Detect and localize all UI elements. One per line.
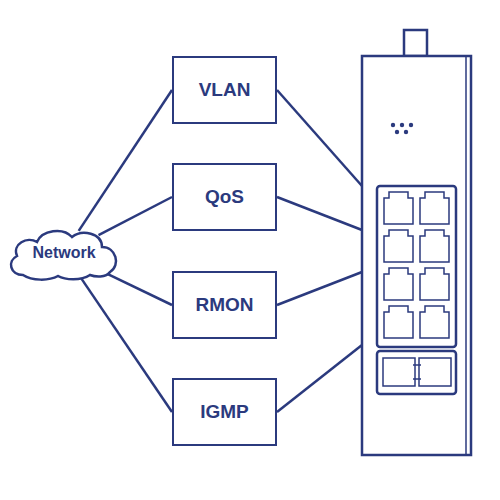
wire [277,197,362,230]
port-panel [377,186,456,347]
rj45-port [420,306,449,338]
cloud-label: Network [32,244,95,262]
body-edge [465,56,467,455]
rj45-port [420,268,449,300]
connector [100,270,172,305]
box-label: VLAN [199,79,251,101]
feature-box: RMON [172,271,277,339]
rj45-port [384,192,413,224]
rj45-port [420,192,449,224]
wire [277,90,362,186]
feature-box: QoS [172,163,277,231]
antenna-cap [404,30,427,56]
feature-box: VLAN [172,56,277,124]
rj45-port [384,268,413,300]
rj45-port [384,230,413,262]
wire [277,345,362,412]
rj45-port [420,230,449,262]
sfp-panel [377,351,456,394]
rj45-port [384,306,413,338]
switch-body [362,56,471,455]
box-label: QoS [205,186,244,208]
connector [79,90,172,231]
box-label: IGMP [200,401,249,423]
led-dots [391,123,413,134]
sfp-port [383,358,415,386]
switch-wires [277,90,362,412]
feature-box: IGMP [172,378,277,446]
wire [277,272,362,305]
box-label: RMON [195,294,253,316]
connector [79,275,172,412]
connector [99,197,172,235]
rj45-ports [384,192,449,338]
switch-illustration [362,30,471,455]
sfp-port [419,358,451,386]
network-cloud: Network [5,225,123,281]
